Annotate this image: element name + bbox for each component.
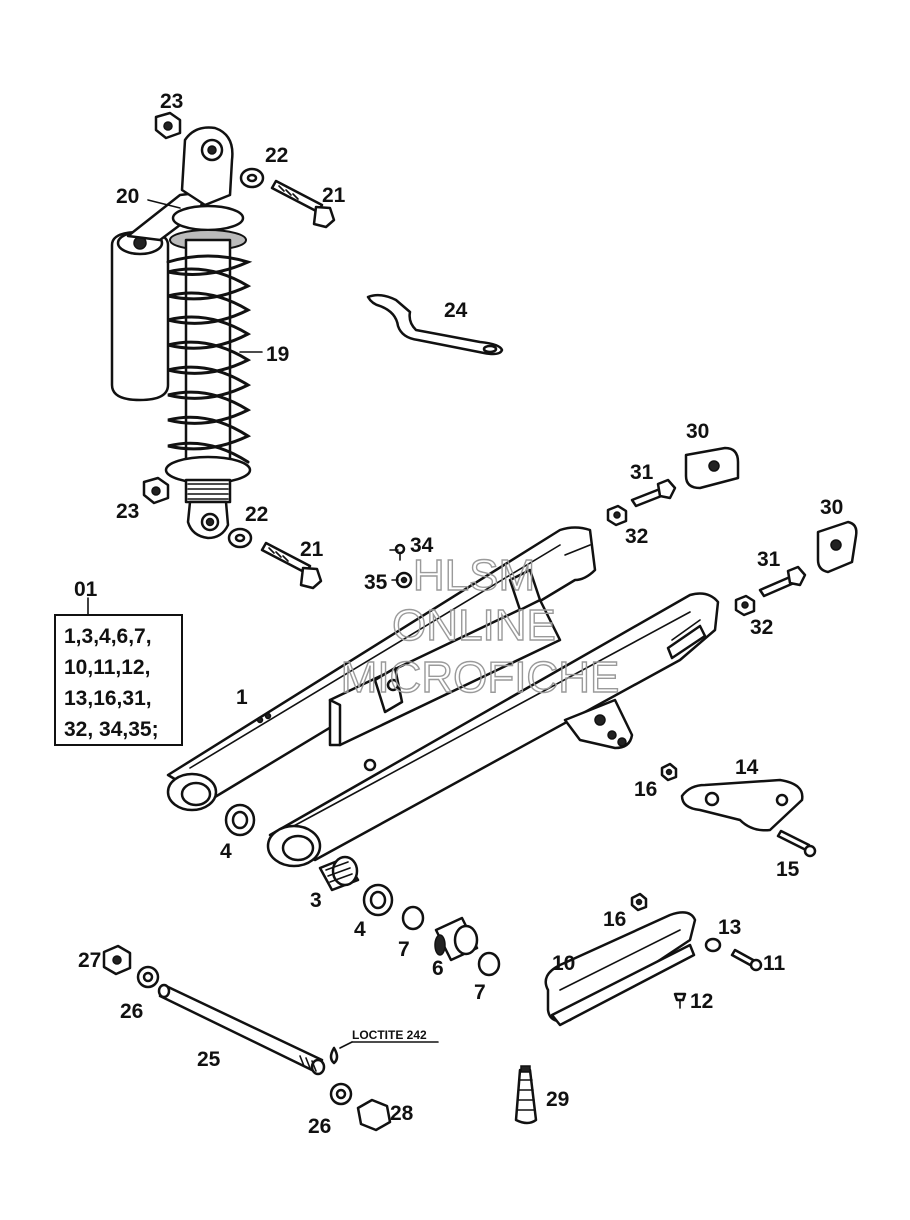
label-13: 13 [718, 916, 741, 939]
leader-lines [87, 199, 399, 616]
chain-guide-10 [544, 911, 697, 1027]
kit-line-3: 13,16,31, [64, 687, 152, 710]
nut-bottom [142, 476, 170, 505]
label-4-b: 4 [354, 918, 366, 941]
nut-27 [102, 944, 132, 976]
screw-12 [673, 992, 687, 1009]
label-19: 19 [266, 343, 289, 366]
watermark-line-3: MICROFICHE [341, 653, 620, 702]
label-14: 14 [735, 756, 759, 779]
guide-block-30-a [684, 446, 740, 490]
label-7-b: 7 [474, 981, 486, 1004]
nut-16-a [660, 762, 678, 782]
label-21-bottom: 21 [300, 538, 324, 561]
screw-11 [730, 948, 763, 972]
bolt-bottom [260, 541, 323, 590]
screw-15 [776, 829, 817, 858]
watermark-line-1: HLSM [413, 551, 535, 600]
kit-line-1: 1,3,4,6,7, [64, 625, 152, 648]
label-22-bottom: 22 [245, 503, 268, 526]
nut-32-a [606, 504, 628, 527]
washer-top [239, 167, 265, 189]
label-21-top: 21 [322, 184, 346, 207]
label-25: 25 [197, 1048, 221, 1071]
label-26-a: 26 [120, 1000, 143, 1023]
nut-28 [356, 1098, 392, 1132]
label-28: 28 [390, 1102, 414, 1125]
chain-slider-14 [680, 778, 804, 832]
label-31-a: 31 [630, 461, 654, 484]
label-15: 15 [776, 858, 800, 881]
loctite-label: LOCTITE 242 [352, 1028, 427, 1042]
label-32-a: 32 [625, 525, 648, 548]
label-12: 12 [690, 990, 713, 1013]
label-16-a: 16 [634, 778, 657, 801]
washer-26-b [329, 1082, 353, 1106]
label-35: 35 [364, 571, 388, 594]
kit-line-2: 10,11,12, [64, 656, 150, 679]
label-23-bottom: 23 [116, 500, 139, 523]
small-bolt-34 [394, 543, 406, 561]
label-32-b: 32 [750, 616, 773, 639]
label-24: 24 [444, 299, 468, 322]
label-16-b: 16 [603, 908, 626, 931]
label-10: 10 [552, 952, 575, 975]
spanner-wrench [366, 293, 504, 356]
kit-line-4: 32, 34,35; [64, 718, 159, 741]
label-3: 3 [310, 889, 322, 912]
washer-bottom [227, 527, 253, 549]
label-31-b: 31 [757, 548, 781, 571]
bushing-4-a [224, 803, 256, 837]
label-7-a: 7 [398, 938, 410, 961]
swingarm [166, 526, 720, 868]
label-4-a: 4 [220, 840, 232, 863]
o-ring-7-b [477, 951, 501, 977]
grease-tube-29 [514, 1065, 538, 1125]
o-ring-7-a [401, 905, 425, 931]
label-1: 1 [236, 686, 248, 709]
label-26-b: 26 [308, 1115, 331, 1138]
guide-block-30-b [816, 520, 858, 574]
kit-number: 01 [74, 578, 98, 601]
needle-bearing-3 [318, 855, 360, 892]
watermark-line-2: ONLINE [392, 601, 556, 650]
pivot-axle-25 [157, 983, 326, 1076]
label-27: 27 [78, 949, 101, 972]
label-22-top: 22 [265, 144, 288, 167]
bushing-4-b [362, 883, 394, 917]
nut-16-b [630, 892, 648, 912]
nut-top [154, 111, 182, 140]
shock-absorber [110, 126, 253, 540]
washer-26-a [136, 965, 160, 989]
label-11: 11 [763, 952, 786, 975]
label-29: 29 [546, 1088, 569, 1111]
label-30-a: 30 [686, 420, 709, 443]
kit-contents-box [54, 614, 183, 746]
label-34: 34 [410, 534, 434, 557]
label-23-top: 23 [160, 90, 183, 113]
nut-35 [395, 571, 413, 589]
nut-32-b [734, 594, 756, 617]
sleeve-6 [434, 916, 479, 962]
bolt-31-a [630, 478, 677, 508]
bolt-31-b [758, 565, 807, 598]
washer-13 [704, 937, 722, 953]
bolt-top [270, 179, 336, 229]
label-6: 6 [432, 957, 444, 980]
loctite-drop-icon [329, 1041, 439, 1065]
label-30-b: 30 [820, 496, 843, 519]
label-20: 20 [116, 185, 139, 208]
